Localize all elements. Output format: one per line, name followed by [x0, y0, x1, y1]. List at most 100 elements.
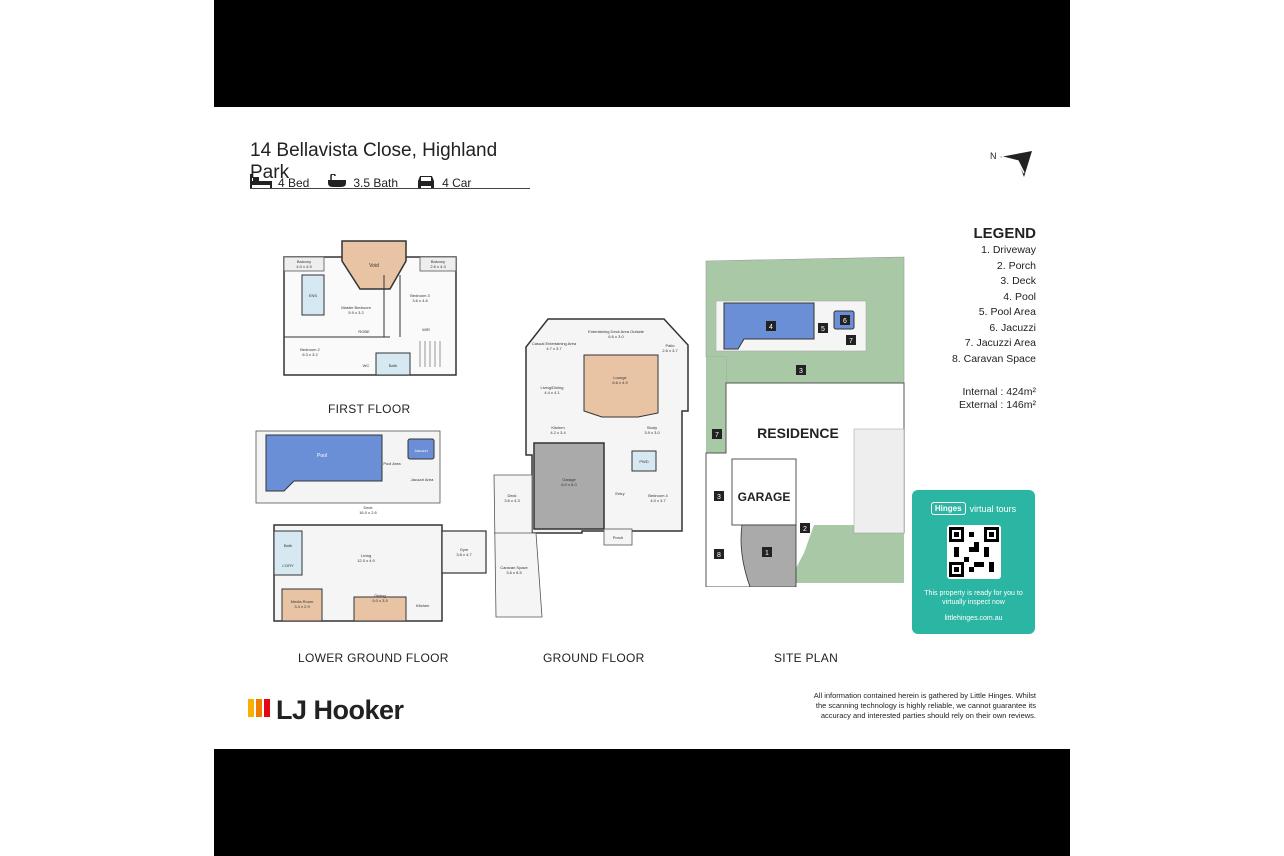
room-dim: 4.2 x 3.4 [550, 430, 566, 435]
garage-area [533, 442, 605, 530]
room-dim: 4.4 x 4.1 [544, 390, 560, 395]
property-title: 14 Bellavista Close, Highland Park [250, 140, 530, 189]
room-label: Garage [562, 477, 576, 482]
room-label: Bath [284, 543, 292, 548]
north-arrow: N [990, 147, 1036, 186]
legend-item: 1. Driveway [981, 244, 1036, 256]
site-plan-label: SITE PLAN [774, 651, 839, 665]
feature-car-label: 4 Car [442, 175, 472, 190]
room-dim: 4.7 x 3.7 [546, 346, 562, 351]
room-label: Kitchen [416, 603, 429, 608]
ground-floor-plan: Entertaining Deck Area Outside 6.6 x 3.0… [493, 318, 689, 618]
room-dim: 3.9 x 3.0 [644, 430, 660, 435]
room-dim: 4.0 x 3.7 [650, 498, 666, 503]
room-label: Study [647, 425, 657, 430]
room-label: Living/Dining [541, 385, 564, 390]
room-label: Bedroom 3 [410, 293, 430, 298]
room-label: Void [369, 263, 379, 269]
feature-bath-label: 3.5 Bath [353, 175, 399, 190]
property-features: 4 Bed 3.5 Bath 4 Car [250, 173, 471, 191]
legend-title: LEGEND [973, 225, 1036, 242]
marker-deck: 3 [717, 494, 721, 501]
room-label: PWD [639, 459, 648, 464]
garage-label: GARAGE [738, 490, 791, 504]
legend-item: 7. Jacuzzi Area [964, 337, 1036, 349]
site-plan: RESIDENCE GARAGE 1 2 3 3 4 5 6 7 7 8 [705, 256, 905, 587]
marker-porch: 2 [803, 526, 807, 533]
room-label: Media Room [291, 599, 314, 604]
virtual-tour-card[interactable]: Hinges virtual tours This property is re… [912, 490, 1035, 634]
room-label: Porch [613, 535, 623, 540]
agency-logo-icon [248, 695, 270, 726]
room-label: Balcony [431, 259, 445, 264]
marker-jacuzzi: 6 [843, 318, 847, 325]
legend-item: 3. Deck [1000, 275, 1036, 287]
room-label: ROBE [358, 329, 370, 334]
room-label: Dining [374, 593, 385, 598]
virtual-tour-link[interactable]: littlehinges.com.au [944, 615, 1003, 622]
residence-label: RESIDENCE [757, 425, 839, 441]
room-dim: 6.6 x 3.0 [608, 334, 624, 339]
area-summary: Internal : 424m² External : 146m² [959, 386, 1036, 412]
marker-pool: 4 [769, 324, 773, 331]
room-label: Balcony [297, 259, 311, 264]
room-label: Bedroom 2 [300, 347, 320, 352]
feature-bath: 3.5 Bath [327, 173, 399, 191]
room-dim: 3.4 x 2.9 [294, 604, 310, 609]
legend-item: 5. Pool Area [978, 306, 1036, 318]
room-dim: 2.6 x 3.7 [662, 348, 678, 353]
void-area [341, 240, 407, 290]
virtual-tour-message: This property is ready for you to virtua… [924, 590, 1023, 606]
car-icon [416, 174, 436, 191]
letterbox-top [214, 0, 1070, 107]
legend: LEGEND 1. Driveway 2. Porch 3. Deck 4. P… [952, 225, 1036, 367]
lower-pool [265, 434, 383, 492]
room-label: Jacuzzi Area [411, 477, 434, 482]
lower-ground-floor-plan: Pool Jacuzzi Pool Area Jacuzzi Area Deck… [255, 430, 487, 622]
brand-name: Hinges [930, 502, 966, 515]
room-label: Patio [665, 343, 675, 348]
marker-jacuzzi-area: 7 [849, 338, 853, 345]
room-label: Pool [317, 453, 327, 459]
marker-caravan: 8 [717, 552, 721, 559]
feature-car: 4 Car [416, 174, 471, 191]
external-area: External : 146m² [958, 399, 1036, 411]
lower-jacuzzi [407, 438, 435, 460]
marker-pool-area: 5 [821, 326, 825, 333]
room-label: Entertaining Deck Area Outside [588, 329, 645, 334]
site-markers: 1 2 3 3 4 5 6 7 7 8 [712, 315, 856, 559]
room-label: Living [361, 553, 371, 558]
room-dim: 2.6 x 4.3 [430, 264, 446, 269]
feature-bed-label: 4 Bed [278, 175, 310, 190]
room-label: ENS [309, 293, 318, 298]
internal-area: Internal : 424m² [962, 386, 1036, 398]
qr-code-icon[interactable] [946, 525, 1001, 579]
room-label: Deck [363, 505, 372, 510]
room-dim: 4.0 x 4.5 [296, 264, 312, 269]
room-label: Casual Entertaining Area [532, 341, 577, 346]
ground-floor-label: GROUND FLOOR [543, 651, 645, 665]
room-label: WIR [422, 327, 430, 332]
lower-ground-floor-label: LOWER GROUND FLOOR [298, 651, 449, 665]
agency-name: LJ Hooker [276, 695, 404, 725]
marker-deck: 3 [799, 368, 803, 375]
room-label: L'DRY [282, 563, 294, 568]
legend-item: 4. Pool [1003, 290, 1036, 303]
room-label: Pool Area [383, 461, 401, 466]
floorplan-sheet: 14 Bellavista Close, Highland Park 4 Bed… [214, 107, 1070, 749]
room-dim: 16.0 x 2.6 [359, 510, 377, 515]
legend-item: 6. Jacuzzi [989, 321, 1036, 334]
room-dim: 5.9 x 3.2 [348, 310, 364, 315]
room-label: Jacuzzi [414, 448, 427, 453]
brand-suffix: virtual tours [969, 503, 1017, 514]
room-dim: 6.3 x 3.2 [302, 352, 318, 357]
room-label: Kitchen [551, 425, 564, 430]
room-label: Master Bedroom [341, 305, 371, 310]
disclaimer: All information contained herein is gath… [813, 691, 1036, 720]
room-dim: 3.6 x 4.6 [412, 298, 428, 303]
north-arrow-icon [1000, 151, 1032, 177]
room-label: Bedroom 4 [648, 493, 668, 498]
marker-jacuzzi-area: 7 [715, 432, 719, 439]
room-dim: 3.6 x 4.3 [504, 498, 520, 503]
room-label: Gym [460, 547, 469, 552]
